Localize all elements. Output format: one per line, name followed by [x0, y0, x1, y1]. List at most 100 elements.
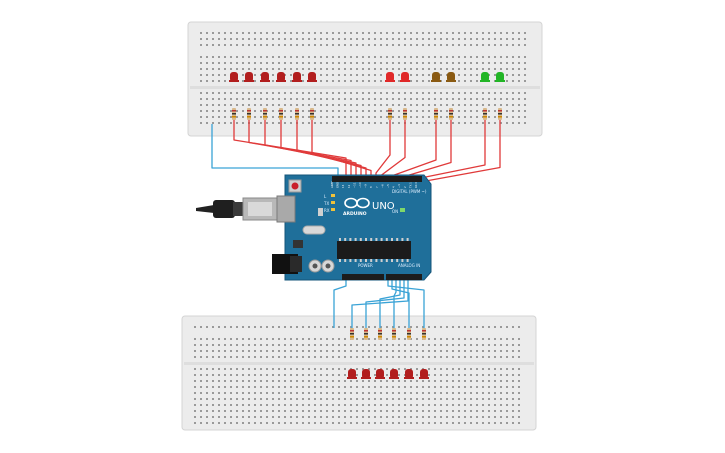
digital-pin-label: ~5 [386, 184, 390, 188]
led[interactable] [385, 72, 395, 82]
led[interactable] [361, 369, 371, 379]
atmega-chip-icon [337, 238, 411, 262]
resistor[interactable] [407, 328, 411, 340]
on-led [400, 208, 405, 212]
usb-port [276, 195, 296, 223]
resistor[interactable] [310, 108, 314, 120]
resistor[interactable] [350, 328, 354, 340]
led[interactable] [375, 369, 385, 379]
capacitor-1-top [312, 263, 318, 269]
resistor[interactable] [449, 108, 453, 120]
terminal-strip-top-b [200, 92, 530, 118]
resistor[interactable] [295, 108, 299, 120]
led[interactable] [292, 72, 302, 82]
led[interactable] [260, 72, 270, 82]
resistor[interactable] [483, 108, 487, 120]
digital-pin-label: GND [336, 182, 340, 188]
wire-blue[interactable] [387, 280, 425, 328]
digital-label: DIGITAL (PWM ~) [392, 189, 427, 194]
tx-led [331, 201, 335, 204]
led[interactable] [276, 72, 286, 82]
crystal [318, 208, 323, 216]
wire-blue[interactable] [379, 280, 401, 328]
power-jack-icon [272, 254, 302, 274]
resistor[interactable] [498, 108, 502, 120]
brand-label: ARDUINO [343, 211, 367, 217]
wire-blue[interactable] [351, 280, 409, 328]
l-label: L [324, 194, 327, 199]
led[interactable] [307, 72, 317, 82]
resistor[interactable] [388, 108, 392, 120]
resistor[interactable] [403, 108, 407, 120]
terminal-strip-top-a [200, 52, 530, 84]
arduino-logo-icon [344, 197, 370, 209]
digital-pin-label: ~11 [352, 182, 356, 188]
power-rail-bottom-b [194, 410, 524, 424]
power-header [342, 274, 384, 280]
top-led-group [229, 72, 505, 120]
digital-pin-label: RX 0 [414, 182, 418, 188]
digital-pin-label: ~6 [380, 184, 384, 188]
led[interactable] [347, 369, 357, 379]
analog-label: ANALOG IN [398, 263, 420, 268]
reset-button-icon[interactable] [288, 179, 302, 193]
terminal-strip-bottom-b [194, 368, 524, 406]
digital-pin-label: TX 1 [408, 182, 412, 188]
resistor[interactable] [263, 108, 267, 120]
center-channel-top [190, 86, 540, 89]
wire-blue[interactable] [333, 280, 347, 328]
regulator [293, 240, 303, 248]
digital-pin-label: ~9 [364, 184, 368, 188]
digital-pin-label: 8 [369, 186, 373, 188]
resistor[interactable] [364, 328, 368, 340]
usb-cable-icon[interactable] [196, 197, 278, 221]
led[interactable] [389, 369, 399, 379]
digital-pin-label: ~10 [358, 182, 362, 188]
led[interactable] [229, 72, 239, 82]
capacitor-2-top [325, 263, 331, 269]
digital-pin-label: ~3 [397, 184, 401, 188]
l-led [331, 194, 335, 197]
resistor[interactable] [422, 328, 426, 340]
led[interactable] [495, 72, 505, 82]
rx-label: RX [324, 208, 330, 213]
rx-led [331, 208, 335, 211]
digital-pin-label: AREF [330, 181, 334, 188]
resistor[interactable] [279, 108, 283, 120]
led[interactable] [400, 72, 410, 82]
wire-blue[interactable] [393, 280, 397, 328]
digital-pin-label: 2 [403, 186, 407, 188]
led[interactable] [404, 369, 414, 379]
resistor[interactable] [392, 328, 396, 340]
on-label: ON [392, 209, 398, 214]
digital-pin-label: 7 [375, 186, 379, 188]
wire-blue[interactable] [365, 280, 405, 328]
oscillator [302, 225, 326, 235]
resistor[interactable] [434, 108, 438, 120]
power-label: POWER [358, 263, 373, 268]
analog-header [386, 274, 422, 280]
led[interactable] [244, 72, 254, 82]
digital-pin-label: 13 [341, 184, 345, 188]
resistor[interactable] [378, 328, 382, 340]
led[interactable] [419, 369, 429, 379]
power-rail-bottom-a [194, 322, 524, 330]
led[interactable] [446, 72, 456, 82]
digital-pin-label: 12 [347, 184, 351, 188]
breadboard-bottom[interactable] [181, 315, 537, 431]
digital-header [332, 176, 422, 182]
resistor[interactable] [247, 108, 251, 120]
wire-red[interactable] [311, 120, 372, 176]
led[interactable] [480, 72, 490, 82]
center-channel-bottom [184, 362, 534, 365]
power-rail-top-c [200, 120, 530, 126]
resistor[interactable] [232, 108, 236, 120]
wire-blue[interactable] [211, 124, 339, 176]
power-rail-top-b [200, 38, 530, 46]
led[interactable] [431, 72, 441, 82]
power-rail-top-a [200, 28, 530, 36]
breadboard-top[interactable] [187, 21, 543, 137]
model-label: UNO [372, 201, 395, 212]
